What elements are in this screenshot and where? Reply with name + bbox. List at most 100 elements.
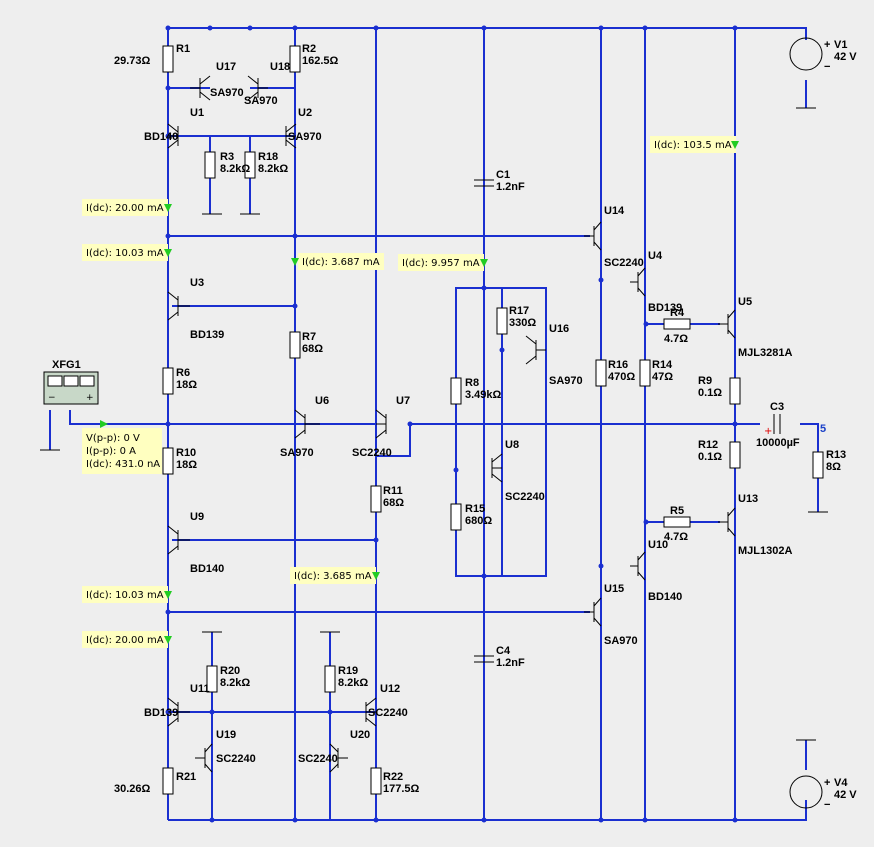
r7-ref: R7 (302, 331, 316, 343)
r2-value: 162.5Ω (302, 55, 339, 67)
c4-value: 1.2nF (496, 657, 525, 669)
r11-value: 68Ω (383, 497, 404, 509)
r1-value: 29.73Ω (114, 55, 151, 67)
r14-value: 47Ω (652, 371, 673, 383)
junction-dots (165, 25, 738, 823)
r11-ref: R11 (383, 485, 403, 497)
svg-text:−: − (824, 799, 830, 811)
u1-type: BD140 (144, 131, 178, 143)
dc-source-v4: + − V4 42 V (789, 775, 857, 811)
u19-ref: U19 (216, 729, 236, 741)
svg-text:+: + (86, 393, 94, 403)
u17-type: SA970 (210, 87, 244, 99)
r21-ref: R21 (176, 771, 196, 783)
r18-value: 8.2kΩ (258, 163, 288, 175)
u1-ref: U1 (190, 107, 204, 119)
u7-ref: U7 (396, 395, 410, 407)
r16-ref: R16 (608, 359, 628, 371)
svg-text:+: + (824, 777, 830, 789)
u15-type: SA970 (604, 635, 638, 647)
probe-input-idc: I(dc): 431.0 nA (86, 459, 160, 470)
probe-u11-current: I(dc): 20.00 mA (86, 635, 164, 646)
v1-value: 42 V (834, 51, 857, 63)
u8-type: SC2240 (505, 491, 545, 503)
r20-ref: R20 (220, 665, 240, 677)
svg-text:−: − (824, 61, 830, 73)
r22-value: 177.5Ω (383, 783, 420, 795)
u6-type: SA970 (280, 447, 314, 459)
r21-value: 30.26Ω (114, 783, 151, 795)
r17-ref: R17 (509, 305, 529, 317)
r3-value: 8.2kΩ (220, 163, 250, 175)
u3-type: BD139 (190, 329, 224, 341)
r1-ref: R1 (176, 43, 190, 55)
u7-type: SC2240 (352, 447, 392, 459)
u5-ref: U5 (738, 296, 752, 308)
u18-ref: U18 (270, 61, 290, 73)
v4-value: 42 V (834, 789, 857, 801)
u10-ref: U10 (648, 539, 668, 551)
r20-value: 8.2kΩ (220, 677, 250, 689)
r4-value: 4.7Ω (664, 333, 688, 345)
r5-ref: R5 (670, 505, 684, 517)
u4-type: BD139 (648, 302, 682, 314)
component-labels: R1 29.73Ω R2 162.5Ω R3 8.2kΩ R18 8.2kΩ R… (114, 43, 846, 795)
probe-readouts: I(dc): 20.00 mA I(dc): 10.03 mA I(dc): 3… (86, 140, 732, 646)
r12-ref: R12 (698, 439, 718, 451)
u8-ref: U8 (505, 439, 519, 451)
probe-boxes (82, 136, 739, 648)
u14-ref: U14 (604, 205, 625, 217)
v4-ref: V4 (834, 777, 848, 789)
c4-ref: C4 (496, 645, 511, 657)
r4-ref: R4 (670, 307, 685, 319)
r7-value: 68Ω (302, 343, 323, 355)
u12-type: SC2240 (368, 707, 408, 719)
r3-ref: R3 (220, 151, 234, 163)
u17-ref: U17 (216, 61, 236, 73)
svg-text:+: + (764, 426, 772, 437)
u2-type: SA970 (288, 131, 322, 143)
r9-ref: R9 (698, 375, 712, 387)
probe-u9-current: I(dc): 10.03 mA (86, 590, 164, 601)
u9-ref: U9 (190, 511, 204, 523)
svg-text:+: + (824, 39, 830, 51)
u18-type: SA970 (244, 95, 278, 107)
u3-ref: U3 (190, 277, 204, 289)
probe-vbe-current: I(dc): 9.957 mA (402, 258, 480, 269)
r15-value: 680Ω (465, 515, 492, 527)
probe-output-current: I(dc): 103.5 mA (654, 140, 732, 151)
probe-input-ipp: I(p-p): 0 A (86, 446, 136, 457)
u11-type: BD139 (144, 707, 178, 719)
u14-type: SC2240 (604, 257, 644, 269)
u16-type: SA970 (549, 375, 583, 387)
capacitor-bodies: + (474, 179, 781, 663)
probe-r7-current: I(dc): 3.687 mA (302, 257, 380, 268)
ground-symbols (40, 107, 828, 741)
probe-u3-current: I(dc): 10.03 mA (86, 248, 164, 259)
u11-ref: U11 (190, 683, 210, 695)
u5-type: MJL3281A (738, 347, 792, 359)
svg-text:−: − (48, 393, 56, 403)
u12-ref: U12 (380, 683, 400, 695)
r8-ref: R8 (465, 377, 479, 389)
u20-ref: U20 (350, 729, 370, 741)
r9-value: 0.1Ω (698, 387, 722, 399)
r2-ref: R2 (302, 43, 316, 55)
probe-input-vpp: V(p-p): 0 V (86, 433, 140, 444)
r22-ref: R22 (383, 771, 403, 783)
transistor-symbols (167, 75, 736, 773)
r6-ref: R6 (176, 367, 190, 379)
v1-ref: V1 (834, 39, 847, 51)
function-generator[interactable]: XFG1 − + (43, 359, 99, 405)
u2-ref: U2 (298, 107, 312, 119)
r15-ref: R15 (465, 503, 485, 515)
u13-type: MJL1302A (738, 545, 792, 557)
r14-ref: R14 (652, 359, 673, 371)
net-label-5: 5 (820, 423, 826, 435)
resistor-bodies (162, 45, 824, 795)
probe-u1-current: I(dc): 20.00 mA (86, 203, 164, 214)
c3-value: 10000µF (756, 437, 800, 449)
u13-ref: U13 (738, 493, 758, 505)
r10-ref: R10 (176, 447, 196, 459)
